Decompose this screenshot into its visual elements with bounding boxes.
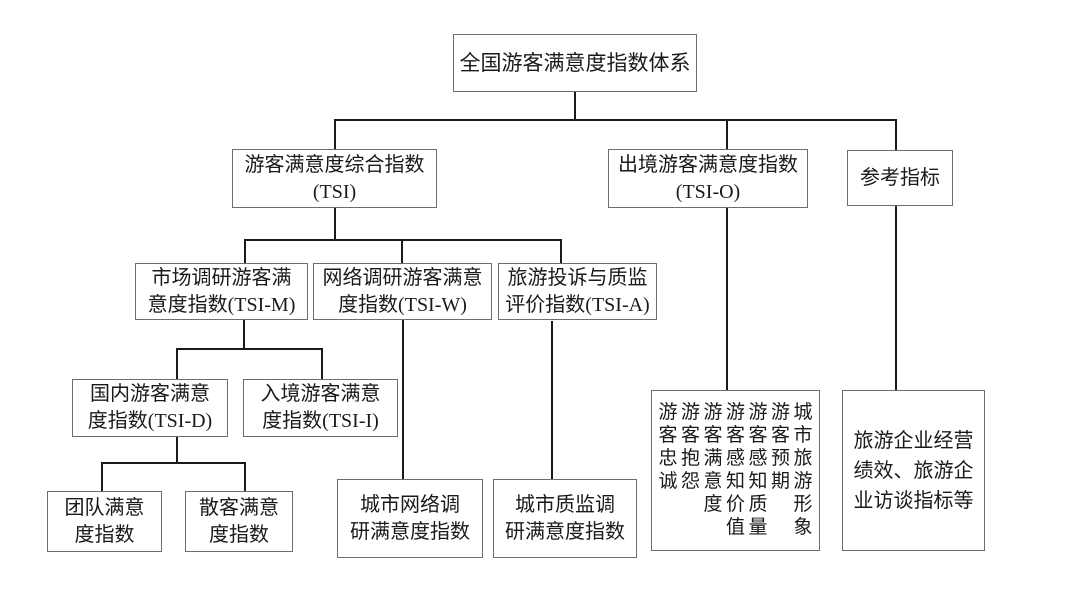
factor-column-city-image: 城市旅游形象 [793,402,813,538]
connector-line [726,207,728,391]
factor-column-perceived-value: 游客感知价值 [725,402,745,538]
connector-line [176,348,178,380]
connector-line [334,119,336,150]
connector-line [101,462,246,464]
connector-line [402,319,404,480]
connector-line [551,321,553,480]
node-tsi-m: 市场调研游客满 意度指数(TSI-M) [135,263,308,320]
connector-line [176,348,323,350]
node-tsi-d: 国内游客满意 度指数(TSI-D) [72,379,228,437]
node-team-index: 团队满意 度指数 [47,491,162,552]
connector-line [321,348,323,380]
connector-line [101,462,103,492]
connector-line [243,319,245,350]
node-individual-index: 散客满意 度指数 [185,491,293,552]
factor-column-expectation: 游客预期 [770,402,790,492]
connector-line [726,119,728,150]
connector-line [244,239,562,241]
connector-line [244,239,246,264]
connector-line [244,462,246,492]
connector-line [560,239,562,264]
node-tsi-w: 网络调研游客满意 度指数(TSI-W) [313,263,492,320]
node-root: 全国游客满意度指数体系 [453,34,697,92]
node-city-quality-index: 城市质监调 研满意度指数 [493,479,637,558]
connector-line [334,119,897,121]
connector-line [401,239,403,264]
factor-column-satisfaction: 游客满意度 [703,402,723,515]
node-city-web-index: 城市网络调 研满意度指数 [337,479,483,558]
factor-column-perceived-quality: 游客感知质量 [748,402,768,538]
node-tsio-factor-list: 游客忠诚 游客抱怨 游客满意度 游客感知价值 游客感知质量 游客预期 城市旅游形… [651,390,820,551]
node-reference-detail: 旅游企业经营 绩效、旅游企 业访谈指标等 [842,390,985,551]
node-tsi-a: 旅游投诉与质监 评价指数(TSI-A) [498,263,657,320]
connector-line [334,207,336,241]
factor-column-complaint: 游客抱怨 [680,402,700,492]
factor-column-loyalty: 游客忠诚 [658,402,678,492]
connector-line [574,92,576,120]
connector-line [176,436,178,464]
node-reference: 参考指标 [847,150,953,206]
node-tsi: 游客满意度综合指数 (TSI) [232,149,437,208]
node-tsi-i: 入境游客满意 度指数(TSI-I) [243,379,398,437]
node-tsi-o: 出境游客满意度指数 (TSI-O) [608,149,808,208]
connector-line [895,119,897,152]
connector-line [895,205,897,391]
